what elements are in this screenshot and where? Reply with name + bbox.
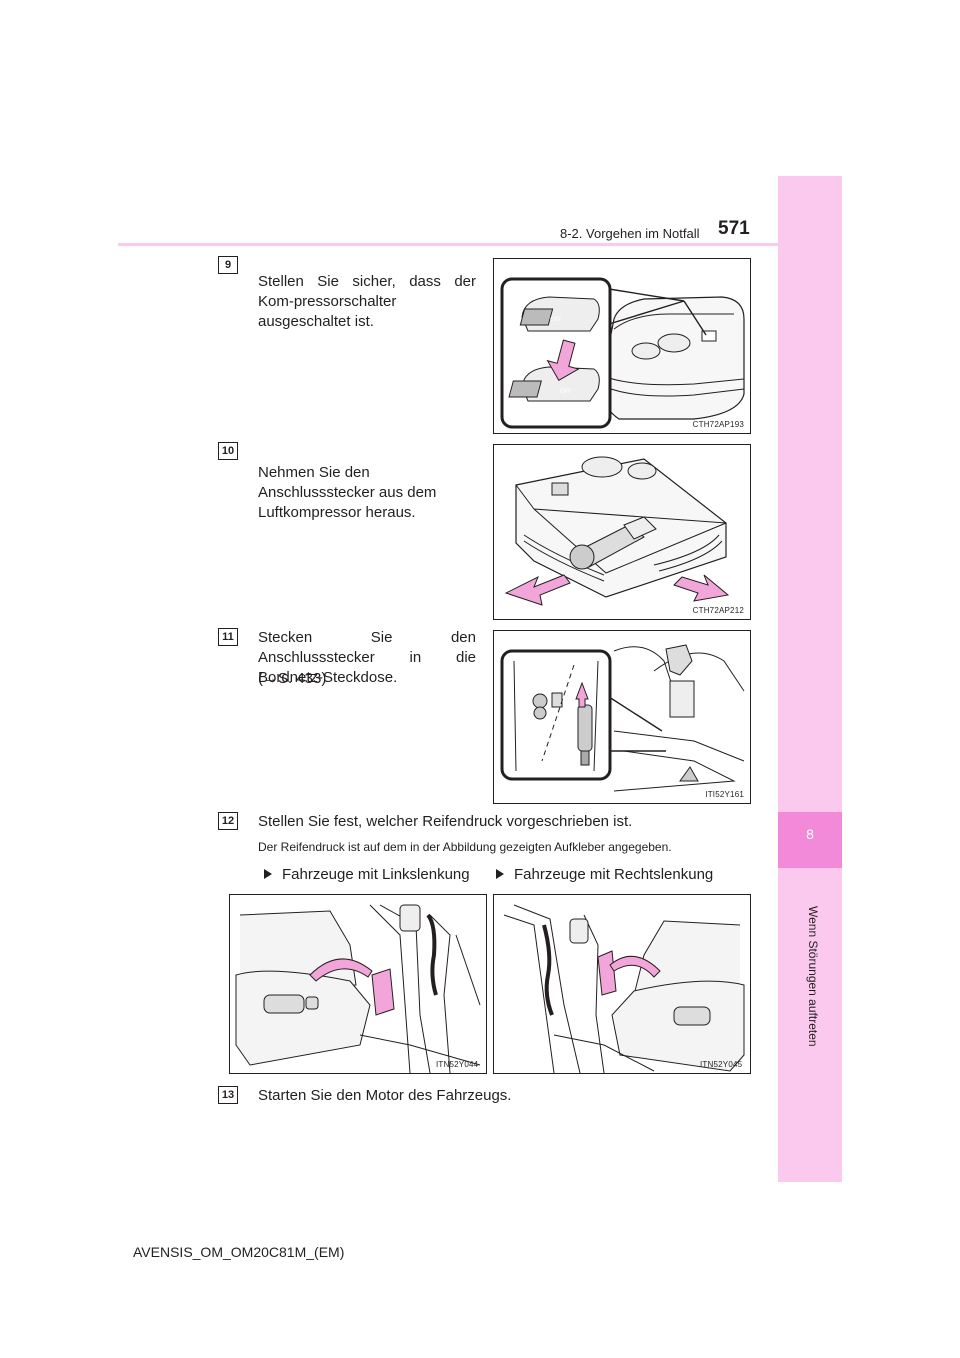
step-13-text: Starten Sie den Motor des Fahrzeugs.	[258, 1087, 512, 1104]
figure-code: CTH72AP212	[692, 606, 744, 615]
chapter-title: Wenn Störungen auftreten	[800, 906, 820, 1047]
figure-code: ITI52Y161	[705, 790, 744, 799]
variant-lhd-label: Fahrzeuge mit Linkslenkung	[264, 866, 470, 883]
step-11-text: Stecken Sie den Anschlussstecker in die …	[258, 629, 476, 686]
figure-code: ITN52Y045	[700, 1060, 743, 1069]
compressor-switch-illustration: OFF OFF	[500, 277, 745, 429]
figure-connector-removal: CTH72AP212	[493, 444, 751, 620]
step-12-text: Stellen Sie fest, welcher Reifendruck vo…	[258, 813, 633, 830]
chapter-number: 8	[806, 826, 814, 842]
figure-rhd-sticker: ITN52Y045	[493, 894, 751, 1074]
off-label-bottom: OFF	[560, 388, 572, 395]
variant-rhd-text: Fahrzeuge mit Rechtslenkung	[514, 866, 714, 883]
figure-code: ITN52Y044	[436, 1060, 479, 1069]
step-11-badge: 11	[218, 628, 238, 646]
figure-compressor-switch: OFF OFF CTH72AP193	[493, 258, 751, 434]
figure-lhd-sticker: ITN52Y044	[229, 894, 487, 1074]
step-9-text: Stellen Sie sicher, dass der Kom-pressor…	[258, 273, 476, 330]
figure-code: CTH72AP193	[692, 420, 744, 429]
step-9-badge: 9	[218, 256, 238, 274]
figure-power-outlet: ITI52Y161	[493, 630, 751, 804]
chapter-sidebar	[778, 176, 842, 1182]
chapter-tab-active[interactable]	[778, 812, 842, 868]
variant-rhd-label: Fahrzeuge mit Rechtslenkung	[496, 866, 713, 883]
model-code: AVENSIS_OM_OM20C81M_(EM)	[133, 1244, 345, 1260]
page-number: 571	[718, 218, 750, 239]
page-reference[interactable]: (→S. 433)	[258, 670, 327, 687]
power-outlet-illustration	[500, 644, 745, 792]
variant-lhd-text: Fahrzeuge mit Linkslenkung	[282, 866, 470, 883]
bullet-triangle-icon	[496, 869, 504, 879]
header-rule	[118, 243, 778, 246]
bullet-triangle-icon	[264, 869, 272, 879]
step-12-badge: 12	[218, 812, 238, 830]
step-12-note: Der Reifendruck ist auf dem in der Abbil…	[258, 840, 672, 854]
off-label: OFF	[550, 316, 562, 323]
connector-removal-illustration	[504, 456, 730, 606]
section-title: 8-2. Vorgehen im Notfall	[560, 226, 700, 241]
lhd-sticker-illustration	[235, 904, 481, 1073]
rhd-sticker-illustration	[503, 904, 745, 1073]
step-10-badge: 10	[218, 442, 238, 460]
step-13-badge: 13	[218, 1086, 238, 1104]
step-10-text: Nehmen Sie den Anschlussstecker aus dem …	[258, 464, 437, 521]
